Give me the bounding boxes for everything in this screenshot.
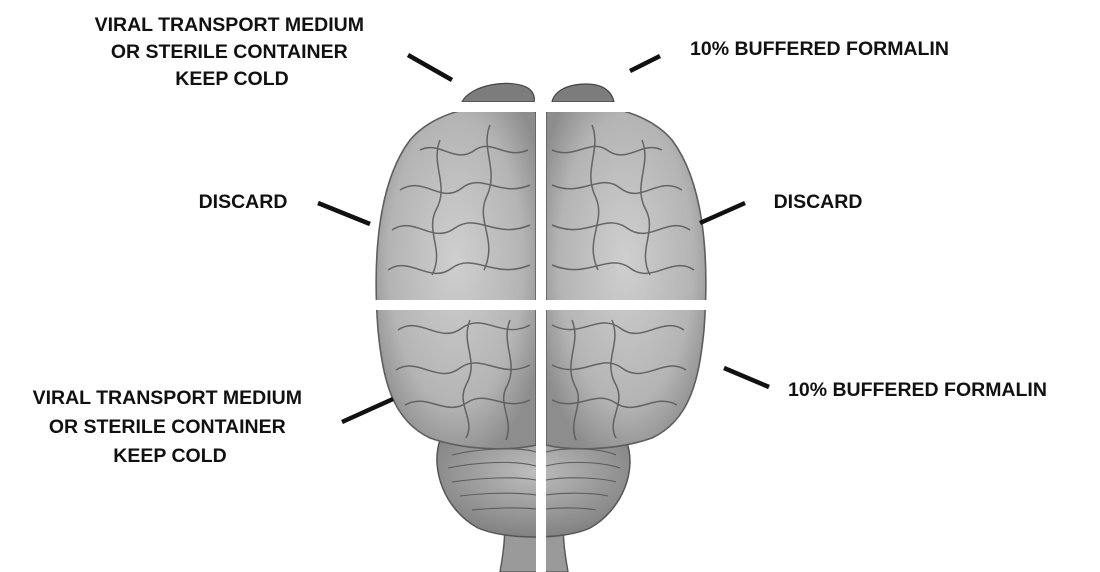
leader-line-mid-left: [318, 203, 370, 224]
midline-cut: [536, 75, 546, 572]
right-olfactory-bulb: [552, 84, 614, 102]
label-line: VIRAL TRANSPORT MEDIUM: [95, 14, 364, 36]
label-line: 10% BUFFERED FORMALIN: [788, 379, 1047, 401]
leader-line-bottom-right: [724, 368, 769, 387]
leader-line-mid-right: [700, 203, 745, 223]
label-line: 10% BUFFERED FORMALIN: [690, 38, 949, 60]
label-line: KEEP COLD: [175, 68, 288, 90]
label-line: KEEP COLD: [113, 445, 226, 467]
leader-line-bottom-left: [342, 399, 393, 422]
brain-illustration: [360, 75, 720, 572]
left-hemisphere: [376, 106, 536, 449]
label-line: DISCARD: [774, 191, 863, 213]
label-mid-left: DISCARD: [199, 191, 288, 213]
leader-line-top-left: [408, 55, 452, 80]
label-mid-right: DISCARD: [774, 191, 863, 213]
label-bottom-left: VIRAL TRANSPORT MEDIUM OR STERILE CONTAI…: [33, 387, 308, 467]
left-olfactory-bulb: [462, 83, 534, 102]
label-line: OR STERILE CONTAINER: [111, 41, 348, 63]
caudal-cut: [360, 300, 720, 310]
label-line: OR STERILE CONTAINER: [49, 416, 286, 438]
rostral-cut: [360, 102, 720, 112]
label-line: VIRAL TRANSPORT MEDIUM: [33, 387, 302, 409]
label-top-left: VIRAL TRANSPORT MEDIUM OR STERILE CONTAI…: [95, 14, 370, 90]
label-top-right: 10% BUFFERED FORMALIN: [690, 38, 949, 60]
right-hemisphere: [546, 106, 706, 449]
label-line: DISCARD: [199, 191, 288, 213]
label-bottom-right: 10% BUFFERED FORMALIN: [788, 379, 1047, 401]
leader-line-top-right: [630, 56, 660, 71]
